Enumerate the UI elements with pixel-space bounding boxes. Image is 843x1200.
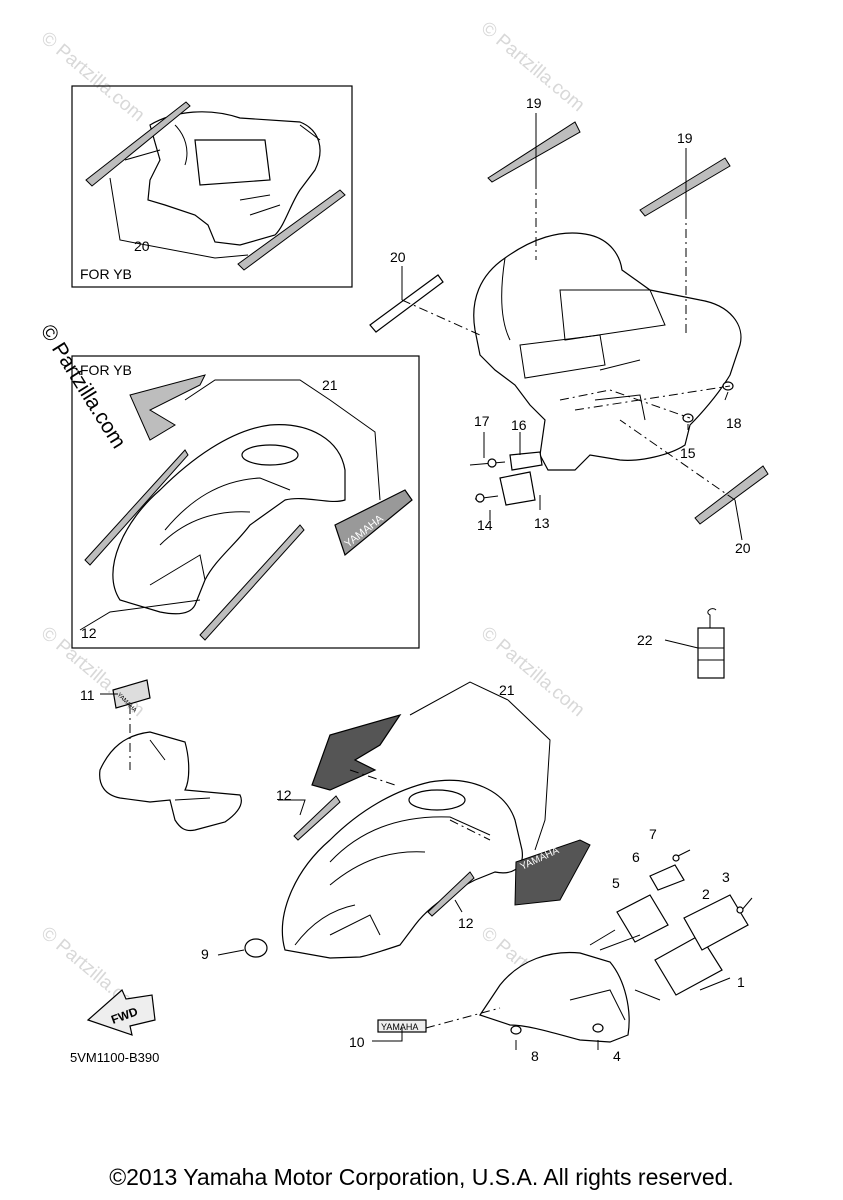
inset-decal-20-left — [85, 101, 191, 187]
emblem-9 — [244, 938, 268, 958]
callout-6: 6 — [632, 849, 640, 865]
decal-20-left — [369, 274, 444, 333]
watermark-dark-text: © Partzilla.com — [36, 320, 130, 452]
watermark-text: © Partzilla.com — [477, 623, 589, 721]
copyright-notice: ©2013 Yamaha Motor Corporation, U.S.A. A… — [109, 1164, 734, 1190]
callout-5: 5 — [612, 875, 620, 891]
decal-19-right — [639, 157, 731, 217]
callout-12b: 12 — [458, 915, 474, 931]
callout-17: 17 — [474, 413, 490, 429]
decal-20-right — [694, 465, 769, 525]
inset-decal-21 — [129, 374, 206, 441]
callout-22: 22 — [637, 632, 653, 648]
inset-front-fender-yb: YAMAHA 21 12 FOR YB — [71, 355, 420, 649]
callout-1: 1 — [737, 974, 745, 990]
bracket-13 — [499, 471, 536, 506]
decal-10-text: YAMAHA — [381, 1022, 418, 1032]
callout-label: 20 — [134, 238, 150, 254]
callout-20a: 20 — [390, 249, 406, 265]
callout-16: 16 — [511, 417, 527, 433]
callout-4: 4 — [613, 1048, 621, 1064]
callout-label: 12 — [81, 625, 97, 641]
grommet-8 — [510, 1025, 522, 1035]
inset-decal-20-right — [237, 189, 346, 271]
callout-12a: 12 — [276, 787, 292, 803]
callout-20b: 20 — [735, 540, 751, 556]
grommet-15 — [682, 413, 694, 423]
diagram-code: 5VM1100-B390 — [70, 1050, 159, 1065]
decal-19-left — [487, 121, 581, 183]
decal-12-left — [293, 795, 341, 841]
tag-22 — [664, 608, 725, 679]
plate-5 — [616, 894, 669, 943]
callout-19b: 19 — [677, 130, 693, 146]
decal-11 — [112, 679, 151, 709]
rear-flap-group: YAMAHA — [372, 849, 753, 1050]
callout-10: 10 — [349, 1034, 365, 1050]
callout-14: 14 — [477, 517, 493, 533]
rear-fender — [473, 232, 742, 471]
callout-2: 2 — [702, 886, 710, 902]
callout-15: 15 — [680, 445, 696, 461]
decal-21 — [311, 713, 402, 791]
yamaha-side-decal — [514, 839, 591, 906]
inset-decal-12-right — [199, 524, 305, 641]
inset-yamaha-decal — [334, 489, 413, 557]
inset-decal-12-left — [84, 449, 189, 566]
inset-caption: FOR YB — [80, 362, 132, 378]
grommet-4 — [592, 1023, 604, 1033]
callout-18: 18 — [726, 415, 742, 431]
inset-rear-fender-yb: 20 FOR YB — [71, 85, 353, 288]
callout-3: 3 — [722, 869, 730, 885]
watermark-text: © Partzilla.com — [37, 28, 149, 126]
callout-label: 21 — [322, 377, 338, 393]
callout-13: 13 — [534, 515, 550, 531]
rear-fender-group — [369, 113, 769, 541]
callout-8: 8 — [531, 1048, 539, 1064]
callout-7: 7 — [649, 826, 657, 842]
bracket-16 — [509, 451, 543, 471]
callout-19a: 19 — [526, 95, 542, 111]
front-fender — [281, 779, 523, 959]
plate-6 — [649, 864, 685, 891]
callout-labels: 1 2 3 4 5 6 7 8 9 10 11 12 12 13 14 15 1… — [80, 95, 751, 1064]
callout-9: 9 — [201, 946, 209, 962]
callout-21: 21 — [499, 682, 515, 698]
front-fender-group: YAMAHA — [217, 681, 591, 959]
decal-12-right — [427, 871, 475, 917]
seat-cover-11: YAMAHA — [99, 679, 242, 832]
callout-11: 11 — [80, 687, 95, 703]
plate-2 — [683, 894, 749, 951]
inset-caption: FOR YB — [80, 266, 132, 282]
mud-flap — [479, 951, 630, 1043]
fwd-arrow-icon: FWD — [86, 989, 156, 1036]
plate-1 — [654, 934, 723, 996]
